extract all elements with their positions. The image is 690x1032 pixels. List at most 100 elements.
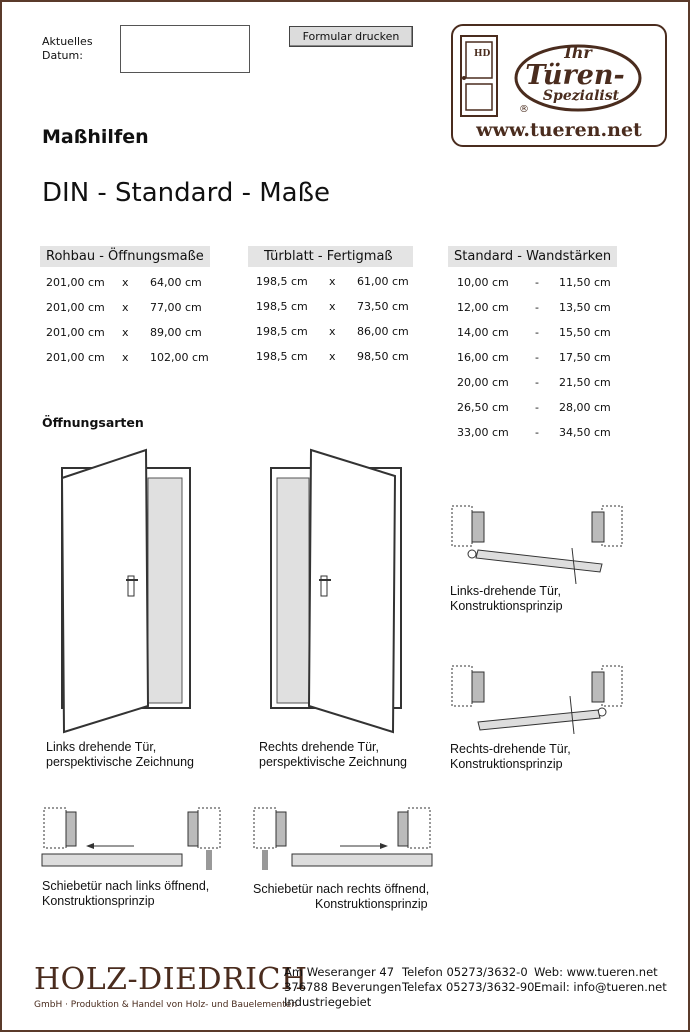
logo-line3: Spezialist — [543, 88, 620, 104]
logo-badge: HD — [474, 49, 491, 59]
table-cell: 77,00 cm — [150, 301, 202, 314]
section-title-oeffnungsarten: Öffnungsarten — [42, 415, 144, 430]
caption-line: Konstruktionsprinzip — [450, 599, 563, 613]
table-cell: - — [535, 401, 539, 414]
table-row: 201,00 cm x 77,00 cm — [46, 301, 216, 315]
table-cell: 86,00 cm — [357, 325, 409, 338]
slide-right-drawing — [253, 807, 433, 870]
address-line: Industriegebiet — [284, 995, 372, 1009]
date-label-line1: Aktuelles — [42, 35, 93, 48]
table-cell: 198,5 cm — [256, 300, 308, 313]
print-form-button[interactable]: Formular drucken — [289, 26, 413, 47]
table-cell: 10,00 cm — [457, 276, 509, 289]
table-cell: x — [329, 300, 336, 313]
table-cell: 28,00 cm — [559, 401, 611, 414]
table-cell: 201,00 cm — [46, 276, 105, 289]
address-line: Am Weseranger 47 — [284, 965, 395, 979]
table-cell: 98,50 cm — [357, 350, 409, 363]
caption-links-principle: Links-drehende Tür, Konstruktionsprinzip — [450, 584, 563, 614]
table-cell: 198,5 cm — [256, 275, 308, 288]
table-cell: 33,00 cm — [457, 426, 509, 439]
door-perspective-illustrations — [60, 448, 402, 734]
company-subtitle: GmbH · Produktion & Handel von Holz- und… — [34, 1000, 298, 1010]
caption-line: Konstruktionsprinzip — [42, 894, 155, 908]
table-cell: 64,00 cm — [150, 276, 202, 289]
table-row: 20,00 cm-21,50 cm — [457, 376, 617, 390]
table-row: 12,00 cm - 13,50 cm — [457, 301, 617, 315]
phone-line: Telefon 05273/3632-0 — [402, 965, 528, 979]
table-cell: - — [535, 301, 539, 314]
rechts-principle-drawing — [451, 665, 623, 735]
fax-line: Telefax 05273/3632-90 — [402, 980, 535, 994]
caption-line: perspektivische Zeichnung — [259, 755, 407, 769]
caption-line: Rechts drehende Tür, — [259, 740, 379, 754]
table-header-tuerblatt: Türblatt - Fertigmaß — [248, 246, 413, 267]
table-cell: x — [329, 350, 336, 363]
table-cell: 201,00 cm — [46, 301, 105, 314]
web-link[interactable]: Web: www.tueren.net — [534, 965, 658, 979]
table-row: 33,00 cm-34,50 cm — [457, 426, 617, 440]
table-row: 198,5 cm x 98,50 cm — [256, 350, 416, 364]
table-cell: 15,50 cm — [559, 326, 611, 339]
table-cell: - — [535, 326, 539, 339]
table-cell: 12,00 cm — [457, 301, 509, 314]
table-cell: 198,5 cm — [256, 350, 308, 363]
table-cell: 201,00 cm — [46, 351, 105, 364]
date-input[interactable] — [120, 25, 250, 73]
table-row: 201,00 cm x 64,00 cm — [46, 276, 216, 290]
table-cell: - — [535, 276, 539, 289]
caption-left-door: Links drehende Tür, perspektivische Zeic… — [46, 740, 194, 770]
caption-line: Schiebetür nach rechts öffnend, — [253, 882, 430, 896]
tueren-spezialist-logo: HD Ihr Türen- Spezialist ® www.tueren.ne… — [451, 24, 667, 147]
table-cell: x — [329, 325, 336, 338]
table-cell: x — [122, 276, 129, 289]
table-cell: 17,50 cm — [559, 351, 611, 364]
table-cell: 61,00 cm — [357, 275, 409, 288]
company-phone-fax: Telefon 05273/3632-0 Telefax 05273/3632-… — [402, 965, 534, 995]
table-cell: 14,00 cm — [457, 326, 509, 339]
table-header-wand: Standard - Wandstärken — [448, 246, 618, 267]
table-cell: x — [122, 301, 129, 314]
company-brand: HOLZ-DIEDRICH — [34, 962, 308, 997]
logo-registered: ® — [519, 104, 529, 115]
caption-slide-left: Schiebetür nach links öffnend, Konstrukt… — [42, 879, 209, 909]
caption-line: Links drehende Tür, — [46, 740, 157, 754]
table-row: 16,00 cm-17,50 cm — [457, 351, 617, 365]
caption-line: perspektivische Zeichnung — [46, 755, 194, 769]
logo-graphic: HD Ihr Türen- Spezialist ® www.tueren.ne… — [460, 35, 642, 141]
caption-slide-right: Schiebetür nach rechts öffnend, Konstruk… — [253, 882, 429, 912]
table-cell: 26,50 cm — [457, 401, 509, 414]
table-cell: 11,50 cm — [559, 276, 611, 289]
page-title: Maßhilfen — [42, 126, 149, 148]
left-door-drawing — [60, 448, 191, 734]
table-row: 198,5 cm x 86,00 cm — [256, 325, 416, 339]
table-cell: 198,5 cm — [256, 325, 308, 338]
table-cell: 20,00 cm — [457, 376, 509, 389]
table-header-rohbau: Rohbau - Öffnungsmaße — [40, 246, 210, 267]
table-cell: x — [122, 326, 129, 339]
table-cell: 102,00 cm — [150, 351, 209, 364]
email-link[interactable]: Email: info@tueren.net — [534, 980, 667, 994]
table-row: 201,00 cm x 102,00 cm — [46, 351, 216, 365]
table-cell: - — [535, 351, 539, 364]
caption-line: Konstruktionsprinzip — [315, 897, 428, 911]
date-label: Aktuelles Datum: — [42, 35, 93, 63]
company-address: Am Weseranger 47 376788 Beverungen Indus… — [284, 965, 401, 1010]
table-row: 26,50 cm - 28,00 cm — [457, 401, 617, 415]
caption-line: Rechts-drehende Tür, — [450, 742, 571, 756]
table-cell: 73,50 cm — [357, 300, 409, 313]
company-web-email: Web: www.tueren.net Email: info@tueren.n… — [534, 965, 667, 995]
page-subtitle: DIN - Standard - Maße — [42, 178, 330, 208]
links-principle-drawing — [451, 505, 623, 585]
table-cell: 13,50 cm — [559, 301, 611, 314]
table-cell: x — [122, 351, 129, 364]
caption-rechts-principle: Rechts-drehende Tür, Konstruktionsprinzi… — [450, 742, 571, 772]
table-cell: x — [329, 275, 336, 288]
logo-line1: Ihr — [563, 43, 593, 62]
table-cell: 21,50 cm — [559, 376, 611, 389]
caption-line: Links-drehende Tür, — [450, 584, 561, 598]
table-cell: - — [535, 426, 539, 439]
caption-right-door: Rechts drehende Tür, perspektivische Zei… — [259, 740, 407, 770]
